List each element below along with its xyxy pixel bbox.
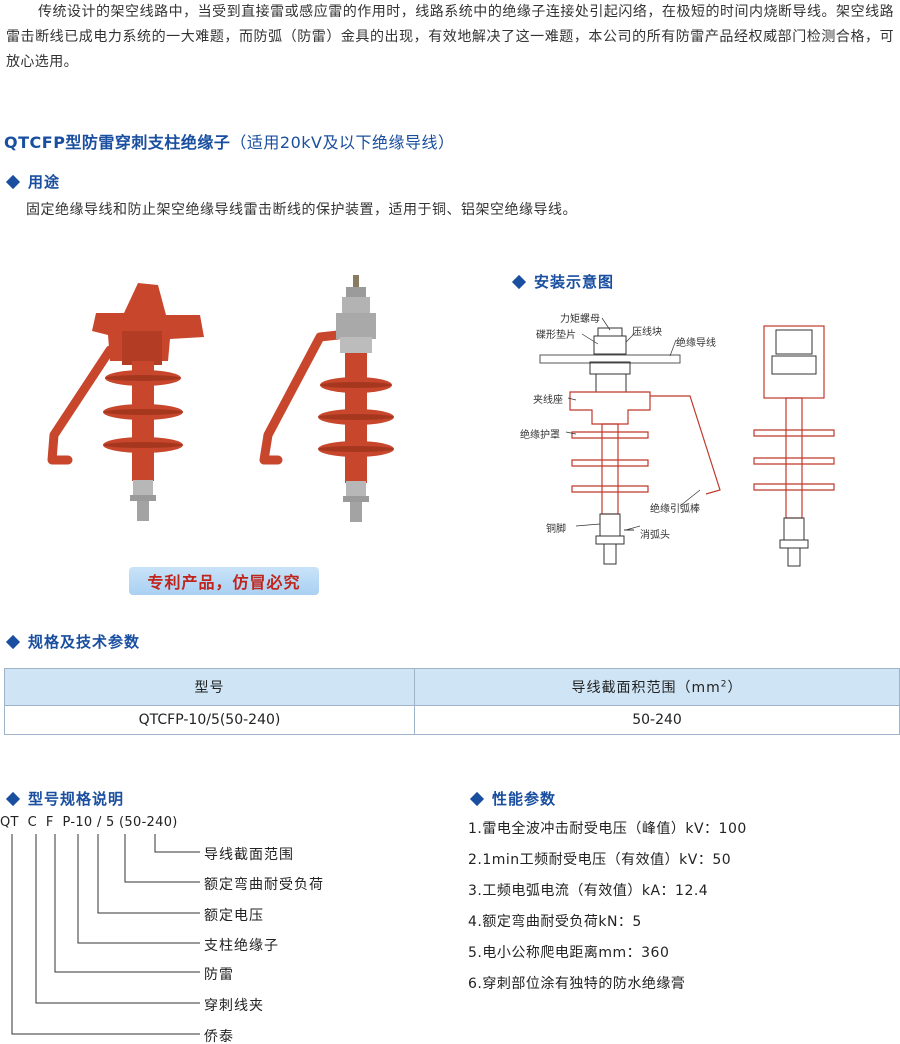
install-heading: 安装示意图 bbox=[510, 271, 614, 292]
usage-heading: 用途 bbox=[4, 171, 60, 192]
product-title-main: QTCFP型防雷穿刺支柱绝缘子 bbox=[4, 133, 231, 152]
perf-item: 6.穿刺部位涂有独特的防水绝缘膏 bbox=[468, 976, 686, 992]
product-title-paren: （适用20kV及以下绝缘导线） bbox=[230, 133, 455, 152]
spec-table: 型号 导线截面积范围（mm2） QTCFP-10/5(50-240) 50-24… bbox=[4, 668, 900, 735]
model-spec-heading-text: 型号规格说明 bbox=[28, 790, 125, 808]
model-label-brand: 侨泰 bbox=[204, 1029, 234, 1044]
label-disc-washer: 碟形垫片 bbox=[536, 330, 576, 341]
table-row: QTCFP-10/5(50-240) 50-240 bbox=[4, 705, 900, 735]
performance-heading-text: 性能参数 bbox=[492, 790, 557, 808]
spec-table-header: 型号 导线截面积范围（mm2） bbox=[4, 668, 900, 706]
spec-heading-text: 规格及技术参数 bbox=[28, 633, 141, 651]
label-insulated-cover: 绝缘护罩 bbox=[520, 430, 560, 441]
diamond-bullet-icon bbox=[469, 791, 485, 806]
perf-item: 5.电小公称爬电距离mm：360 bbox=[468, 945, 670, 961]
install-heading-text: 安装示意图 bbox=[534, 273, 615, 291]
model-label-voltage: 额定电压 bbox=[204, 908, 264, 924]
usage-heading-text: 用途 bbox=[28, 173, 61, 191]
label-clamp-seat: 夹线座 bbox=[533, 395, 563, 406]
model-label-load: 额定弯曲耐受负荷 bbox=[204, 877, 324, 893]
spec-cell-range: 50-240 bbox=[414, 705, 900, 735]
model-label-lightning: 防雷 bbox=[204, 967, 234, 983]
spec-col-model: 型号 bbox=[4, 668, 415, 706]
spec-col-range: 导线截面积范围（mm2） bbox=[414, 668, 900, 706]
model-spec-heading: 型号规格说明 bbox=[4, 788, 124, 809]
model-code-connectors bbox=[11, 834, 200, 1035]
diamond-bullet-icon bbox=[5, 634, 21, 649]
spec-cell-model: QTCFP-10/5(50-240) bbox=[4, 705, 415, 735]
install-diagram bbox=[539, 317, 835, 567]
insulator-photo-2 bbox=[259, 275, 394, 522]
label-arc-head: 消弧头 bbox=[640, 530, 670, 541]
product-title: QTCFP型防雷穿刺支柱绝缘子（适用20kV及以下绝缘导线） bbox=[4, 129, 455, 153]
label-insulated-wire: 绝缘导线 bbox=[676, 338, 716, 349]
diamond-bullet-icon bbox=[5, 791, 21, 806]
model-label-post: 支柱绝缘子 bbox=[204, 938, 279, 954]
perf-item: 1.雷电全波冲击耐受电压（峰值）kV：100 bbox=[468, 821, 747, 837]
performance-heading: 性能参数 bbox=[468, 788, 556, 809]
label-arc-rod: 绝缘引弧棒 bbox=[650, 504, 700, 515]
label-torque-nut: 力矩螺母 bbox=[560, 314, 600, 325]
model-label-range: 导线截面范围 bbox=[204, 847, 294, 863]
patent-badge: 专利产品，仿冒必究 bbox=[129, 567, 319, 595]
insulator-photo-1 bbox=[47, 283, 204, 521]
label-press-block: 压线块 bbox=[632, 327, 662, 338]
perf-item: 4.额定弯曲耐受负荷kN：5 bbox=[468, 914, 642, 930]
diamond-bullet-icon bbox=[5, 174, 21, 189]
intro-paragraph: 传统设计的架空线路中，当受到直接雷或感应雷的作用时，线路系统中的绝缘子连接处引起… bbox=[6, 4, 894, 70]
usage-text: 固定绝缘导线和防止架空绝缘导线雷击断线的保护装置，适用于铜、铝架空绝缘导线。 bbox=[26, 202, 577, 218]
model-code: QT C F P-10 / 5 (50-240) bbox=[0, 815, 178, 830]
perf-item: 2.1min工频耐受电压（有效值）kV：50 bbox=[468, 852, 732, 868]
spec-heading: 规格及技术参数 bbox=[4, 631, 140, 652]
diamond-bullet-icon bbox=[511, 274, 527, 289]
model-label-clamp: 穿刺线夹 bbox=[204, 998, 264, 1014]
perf-item: 3.工频电弧电流（有效值）kA：12.4 bbox=[468, 883, 709, 899]
label-copper-foot: 铜脚 bbox=[546, 524, 566, 535]
